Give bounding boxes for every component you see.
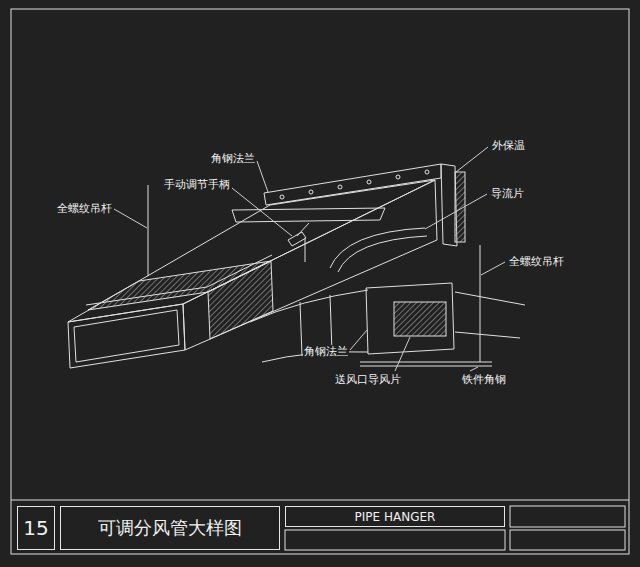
angle-flange xyxy=(264,164,441,205)
outlet-vanes xyxy=(394,302,446,336)
damper-handle xyxy=(288,232,306,246)
callout-label: 铁件角钢 xyxy=(461,373,507,386)
callout-label: 角钢法兰 xyxy=(303,345,349,358)
duct-front xyxy=(68,304,185,368)
sheet-number: 15 xyxy=(17,506,55,550)
hanger-rod xyxy=(480,245,481,362)
title-cell: PIPE HANGER xyxy=(285,506,505,527)
cell-text: 15 xyxy=(23,516,48,540)
callout-label: 送风口导风片 xyxy=(334,373,402,386)
leader-lines xyxy=(114,147,505,371)
callout-label: 手动调节手柄 xyxy=(163,178,231,191)
callout-label: 导流片 xyxy=(490,187,525,200)
branch-duct xyxy=(250,290,368,322)
callout-label: 全螺纹吊杆 xyxy=(56,202,113,215)
callout-label: 外保温 xyxy=(491,139,526,152)
cell-text: PIPE HANGER xyxy=(355,510,436,524)
frame xyxy=(11,9,629,554)
callout-label: 角钢法兰 xyxy=(210,152,256,165)
outlet-flange xyxy=(366,283,454,354)
hanger-rod xyxy=(148,185,149,276)
cell-text: 可调分风管大样图 xyxy=(98,516,242,540)
support-angle xyxy=(360,362,492,363)
callout-label: 全螺纹吊杆 xyxy=(508,255,565,268)
drawing-title: 可调分风管大样图 xyxy=(60,506,280,550)
